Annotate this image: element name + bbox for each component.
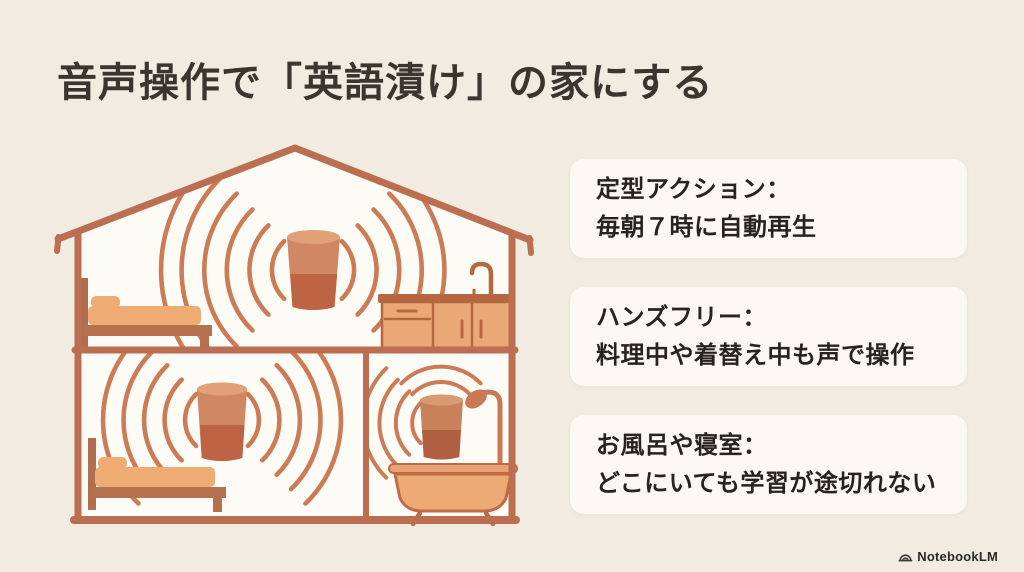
smart-speaker-icon	[287, 230, 340, 310]
bed-icon	[88, 438, 226, 512]
callout-title: 定型アクション：	[596, 175, 791, 203]
smart-speaker-icon	[197, 382, 247, 461]
house-illustration	[50, 140, 550, 530]
shower-head-icon	[480, 389, 503, 469]
callout-title: ハンズフリー：	[596, 303, 768, 331]
callout-title: お風呂や寝室：	[596, 431, 768, 459]
callout-detail: どこにいても学習が途切れない	[596, 469, 937, 497]
callout-list: 定型アクション： 毎朝７時に自動再生 ハンズフリー： 料理中や着替え中も声で操作…	[570, 159, 967, 543]
page-title: 音声操作で「英語漬け」の家にする	[57, 61, 714, 105]
callout-routine-action: 定型アクション： 毎朝７時に自動再生	[570, 159, 967, 258]
brand-name: NotebookLM	[917, 549, 998, 564]
faucet-icon	[469, 261, 494, 299]
house-illustration-svg	[54, 144, 534, 527]
callout-detail: 料理中や着替え中も声で操作	[596, 341, 915, 369]
sound-waves-icon	[100, 353, 344, 506]
house-outline-icon	[54, 144, 534, 524]
callout-anywhere: お風呂や寝室： どこにいても学習が途切れない	[570, 415, 967, 514]
bathtub-icon	[388, 389, 518, 527]
callout-detail: 毎朝７時に自動再生	[596, 213, 817, 241]
brand-footer: NotebookLM	[898, 549, 998, 564]
callout-hands-free: ハンズフリー： 料理中や着替え中も声で操作	[570, 287, 967, 386]
notebooklm-logo-icon	[898, 553, 913, 561]
bed-icon	[80, 278, 212, 349]
smart-speaker-icon	[420, 394, 463, 460]
